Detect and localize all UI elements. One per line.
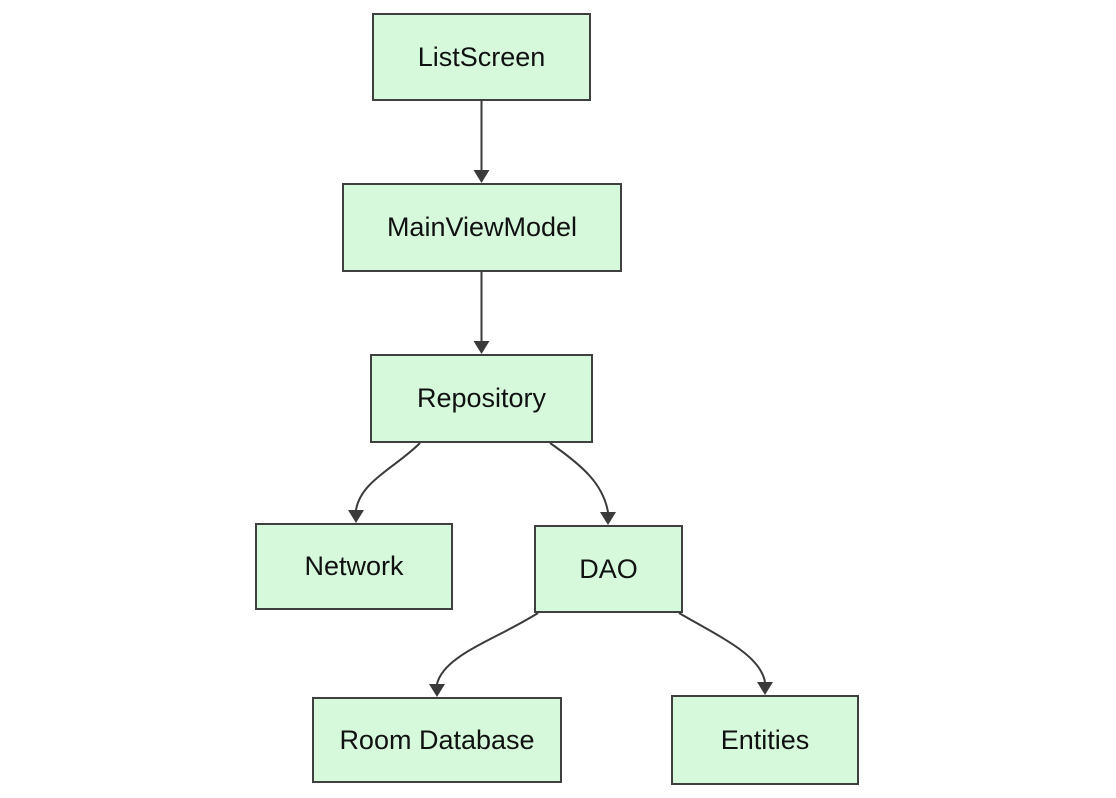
edge-mainviewmodel-repository (473, 272, 490, 354)
edge-repository-network (348, 442, 421, 523)
node-dao: DAO (534, 525, 683, 613)
edge-dao-roomdatabase (429, 612, 539, 697)
edge-dao-entities (678, 612, 773, 695)
node-label: Repository (416, 383, 547, 413)
arrowhead-icon (429, 684, 445, 697)
node-label: Room Database (339, 724, 535, 755)
node-repository: Repository (370, 354, 593, 443)
node-label: Entities (720, 724, 810, 755)
node-network: Network (255, 523, 453, 610)
node-listscreen: ListScreen (372, 13, 591, 101)
edge-listscreen-mainviewmodel (473, 101, 490, 183)
node-entities: Entities (671, 695, 859, 785)
arrowhead-icon (600, 512, 616, 525)
arrowhead-icon (473, 341, 490, 354)
node-label: Network (304, 551, 404, 581)
edge-repository-dao (549, 442, 616, 525)
arrowhead-icon (473, 170, 490, 183)
node-label: DAO (579, 553, 638, 584)
node-roomdatabase: Room Database (312, 697, 562, 783)
arrowhead-icon (348, 510, 364, 523)
arrowhead-icon (757, 682, 773, 695)
node-mainviewmodel: MainViewModel (342, 183, 622, 272)
node-label: MainViewModel (386, 212, 578, 242)
node-label: ListScreen (417, 41, 546, 72)
